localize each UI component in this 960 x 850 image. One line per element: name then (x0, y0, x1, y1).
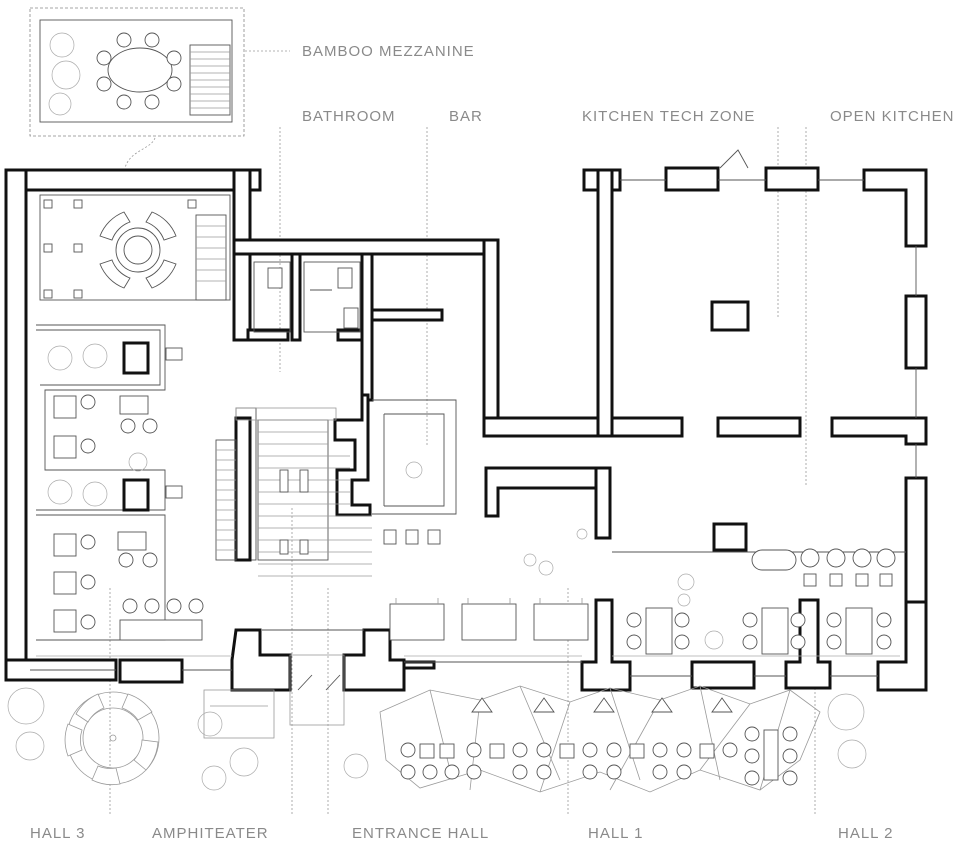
wall-bar-north (370, 308, 444, 322)
kitchen-column-2 (712, 522, 748, 552)
label-amphiteater: AMPHITEATER (152, 825, 269, 842)
hall2-sofa (751, 549, 797, 571)
terrace-lamps (471, 697, 733, 713)
bar-counter (372, 399, 457, 545)
hall-3-interior (36, 194, 231, 641)
round-table-room (39, 194, 231, 301)
label-open-kitchen: OPEN KITCHEN (830, 108, 955, 125)
hall3-tables (53, 395, 203, 641)
wall-south-ledge (402, 660, 436, 670)
hall-2-interior (626, 548, 896, 655)
wall-north-west (4, 168, 262, 192)
mezzanine-plants (48, 32, 81, 116)
mezzanine-floor (39, 19, 233, 123)
wall-bath-partition (290, 252, 302, 342)
wall-kitchen-se (830, 416, 928, 446)
wall-bar-east (482, 238, 500, 436)
pier-kitchen-north-1 (664, 166, 720, 192)
mezzanine-stair-treads (190, 51, 230, 109)
hall3-stair (195, 214, 227, 301)
round-table-seats (99, 211, 177, 289)
terrace-tables (419, 729, 779, 781)
label-bathroom: BATHROOM (302, 108, 396, 125)
booth-partition-2 (36, 514, 166, 641)
entrance-vestibule (203, 629, 364, 739)
outdoor-terrace (7, 655, 900, 793)
amphitheater-stairs (215, 407, 372, 577)
wall-hall1-east (594, 466, 612, 540)
terrace-chairs (400, 726, 798, 786)
hall3-chairs (80, 394, 204, 630)
room-labels: BAMBOO MEZZANINE BATHROOM BAR KITCHEN TE… (30, 43, 955, 842)
amphi-wall (234, 416, 252, 562)
hall1-plants (523, 528, 588, 576)
label-entrance-hall: ENTRANCE HALL (352, 825, 489, 842)
mezzanine-inset (29, 7, 245, 137)
booth-column-1 (122, 341, 150, 375)
pier-east-2 (904, 476, 928, 604)
outdoor-plants (7, 687, 867, 791)
mezzanine-frame (29, 7, 245, 137)
hall3-plants (47, 343, 148, 507)
wall-bath-sill-1 (246, 328, 290, 342)
wall-kitchen-ne (862, 168, 928, 248)
bathroom-fixtures (253, 261, 361, 333)
leader-mezzanine-link (124, 137, 156, 169)
hall2-tables (645, 607, 873, 655)
kitchen-door (719, 149, 749, 169)
mezzanine-chairs (96, 32, 182, 110)
wall-bar-west (360, 252, 374, 402)
bar-stools (383, 529, 441, 545)
pier-south-2 (690, 660, 756, 690)
wall-kitchen-mid (716, 416, 802, 438)
pier-hall1-east (580, 598, 632, 692)
hall2-chairs (626, 612, 892, 650)
booth-column-2 (122, 478, 150, 512)
wall-west (4, 168, 28, 682)
wall-bar-stepped (333, 393, 372, 517)
wall-bathroom-north (232, 238, 500, 256)
label-bamboo-mezzanine: BAMBOO MEZZANINE (302, 43, 475, 60)
label-bar: BAR (449, 108, 483, 125)
kitchen-column-1 (710, 300, 750, 332)
booth-partition-1 (36, 324, 166, 511)
pier-south-1 (118, 658, 184, 684)
label-hall-1: HALL 1 (588, 825, 643, 842)
wall-kitchen-west (596, 168, 614, 438)
hall-1-interior (389, 528, 589, 641)
round-table (115, 227, 161, 273)
label-kitchen-tech-zone: KITCHEN TECH ZONE (582, 108, 755, 125)
mezzanine-round-table (107, 47, 173, 93)
walls (4, 166, 928, 692)
round-room-columns (43, 199, 197, 299)
wall-kitchen-south (482, 416, 684, 438)
label-hall-2: HALL 2 (838, 825, 893, 842)
hall2-seats (800, 548, 896, 587)
pier-hall2-west (784, 598, 832, 690)
amphi-steps (257, 419, 329, 561)
pier-entrance-west (230, 628, 292, 692)
leader-lines (109, 50, 816, 815)
pier-east-1 (904, 294, 928, 370)
pier-kitchen-north-2 (764, 166, 820, 192)
wall-hall1-north (484, 466, 612, 518)
wall-south-east (876, 600, 928, 692)
label-hall-3: HALL 3 (30, 825, 85, 842)
